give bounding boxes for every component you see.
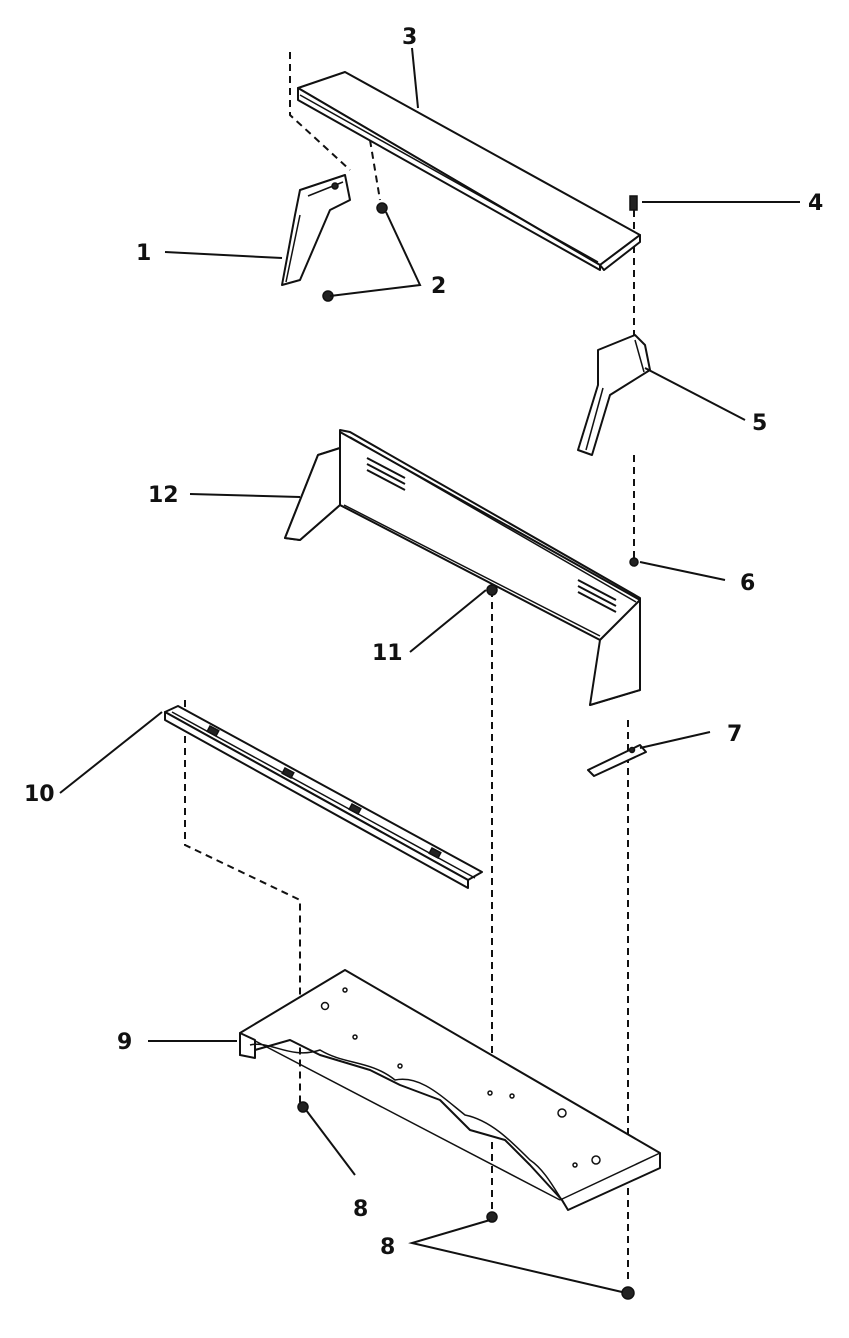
base-plate-holes [320, 987, 601, 1168]
part-6-washer [629, 557, 639, 567]
callout-2: 2 [431, 274, 446, 299]
callout-4: 4 [808, 191, 823, 216]
part-2-nuts [322, 202, 388, 302]
part-5-right-bracket [577, 334, 651, 456]
callout-3: 3 [402, 25, 417, 50]
part-1-left-bracket [281, 174, 351, 286]
callout-12: 12 [148, 483, 179, 508]
leader-lines [59, 47, 800, 1293]
callout-8-bottom: 8 [380, 1235, 395, 1260]
tray-vent-slots [366, 457, 617, 613]
callout-10: 10 [24, 782, 55, 807]
part-7-clip [587, 744, 647, 777]
callout-8-left: 8 [353, 1197, 368, 1222]
callout-labels: 3 1 2 4 5 6 7 12 11 10 9 8 8 [24, 25, 823, 1260]
callout-6: 6 [740, 571, 755, 596]
callout-5: 5 [752, 411, 767, 436]
part-11-nut [486, 584, 498, 596]
callout-11: 11 [372, 641, 403, 666]
callout-7: 7 [727, 722, 742, 747]
part-3-top-shelf [297, 71, 641, 271]
callout-1: 1 [136, 241, 151, 266]
callout-9: 9 [117, 1030, 132, 1055]
part-10-rail [164, 705, 483, 889]
part-9-base-plate [239, 969, 661, 1211]
part-4-screw [629, 195, 638, 211]
part-12-tray [284, 429, 641, 706]
